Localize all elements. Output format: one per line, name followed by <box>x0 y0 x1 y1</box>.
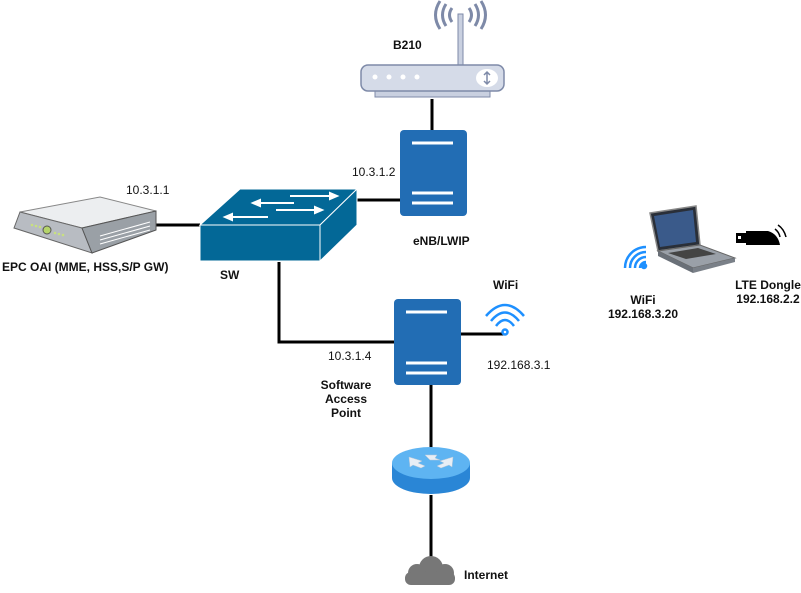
link-switch-sap <box>277 262 394 344</box>
sap-label-line-2: Access <box>324 392 368 406</box>
lte-dongle-name: LTE Dongle <box>735 278 801 292</box>
sap-ip-label: 10.3.1.4 <box>328 349 372 363</box>
sap-wifi-label: WiFi <box>493 278 519 292</box>
router-icon[interactable] <box>392 447 470 494</box>
links <box>155 99 505 560</box>
switch-icon[interactable] <box>198 187 359 263</box>
b210-label: B210 <box>393 38 422 52</box>
laptop-icon[interactable] <box>649 205 737 273</box>
internet-label: Internet <box>464 568 509 582</box>
epc-ip-label: 10.3.1.1 <box>126 183 170 197</box>
enb-server-icon[interactable] <box>400 130 467 216</box>
b210-radio-icon[interactable] <box>360 0 505 98</box>
lte-dongle-label: LTE Dongle 192.168.2.2 <box>728 278 801 306</box>
lte-dongle-icon[interactable] <box>736 224 787 245</box>
client-wifi-ip: 192.168.3.20 <box>607 307 679 321</box>
enb-label: eNB/LWIP <box>413 234 470 248</box>
switch-label: SW <box>220 268 240 282</box>
client-wifi-label: WiFi 192.168.3.20 <box>603 293 683 321</box>
sap-wifi-icon[interactable] <box>485 303 525 336</box>
epc-label: EPC OAI (MME, HSS,S/P GW) <box>2 260 169 274</box>
client-wifi-name: WiFi <box>630 293 656 307</box>
sap-label-line-1: Software <box>320 378 372 392</box>
internet-cloud-icon[interactable] <box>405 556 455 585</box>
sap-label: Software Access Point <box>315 378 377 420</box>
sap-label-line-3: Point <box>331 406 361 420</box>
sap-wifi-ip-label: 192.168.3.1 <box>487 358 551 372</box>
lte-dongle-ip: 192.168.2.2 <box>736 292 800 306</box>
sap-server-icon[interactable] <box>394 299 461 385</box>
client-wifi-signal-icon <box>623 245 648 270</box>
epc-rack-server-icon[interactable] <box>13 196 157 254</box>
enb-ip-label: 10.3.1.2 <box>352 165 396 179</box>
